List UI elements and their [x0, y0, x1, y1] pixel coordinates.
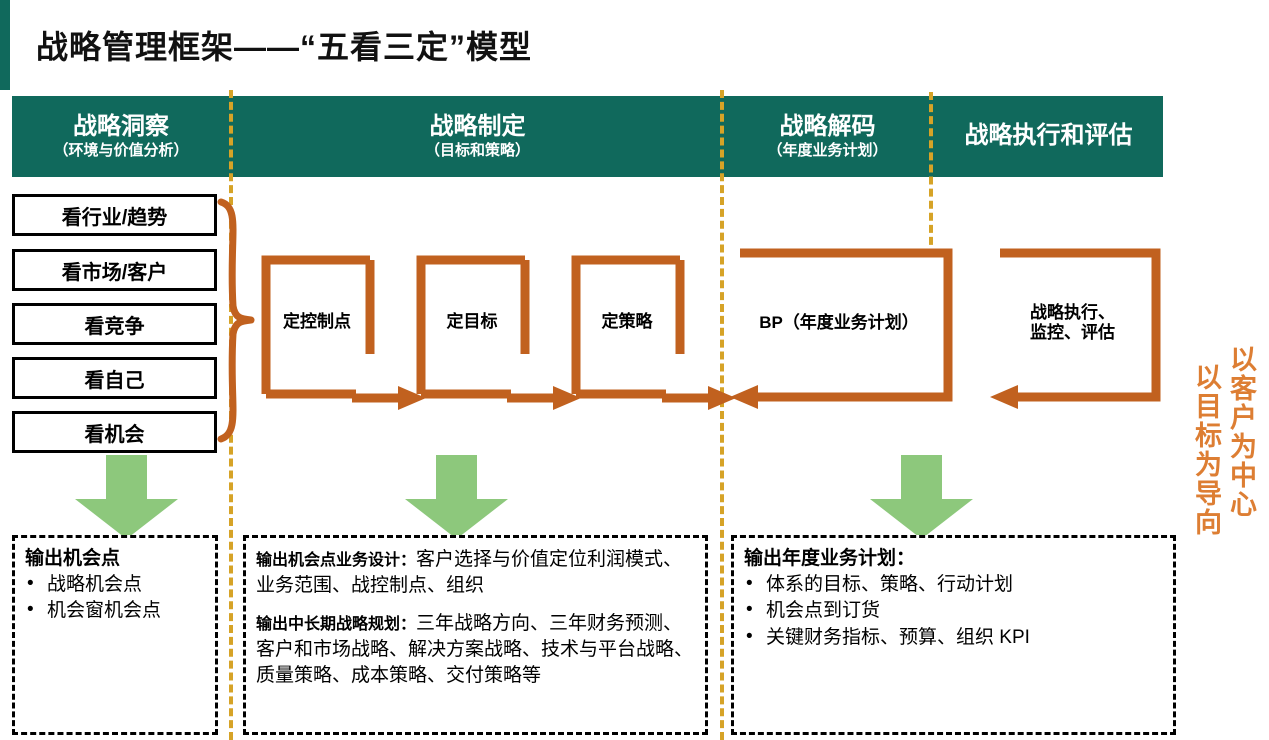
- title-accent-bar: [0, 0, 10, 90]
- insight-box-self[interactable]: 看自己: [12, 357, 217, 399]
- list-item: 体系的目标、策略、行动计划: [744, 571, 1163, 599]
- header-execution-title: 战略执行和评估: [964, 122, 1133, 150]
- list-item: 关键财务指标、预算、组织 KPI: [744, 624, 1163, 652]
- output-box-formulation: 输出机会点业务设计：客户选择与价值定位利润模式、业务范围、战控制点、组织 输出中…: [243, 535, 708, 735]
- header-insight-title: 战略洞察: [73, 112, 169, 140]
- process-label-execution: 战略执行、 监控、评估: [990, 303, 1155, 344]
- page-title: 战略管理框架——“五看三定”模型: [36, 29, 533, 65]
- list-item: 战略机会点: [25, 571, 205, 599]
- output-box-decoding: 输出年度业务计划： 体系的目标、策略、行动计划 机会点到订货 关键财务指标、预算…: [731, 535, 1176, 735]
- process-shape-control-point: [261, 255, 375, 399]
- green-down-arrow-formulation: [405, 455, 508, 539]
- header-decoding-subtitle: （年度业务计划）: [767, 141, 888, 159]
- list-item: 机会窗机会点: [25, 597, 205, 625]
- insight-box-market-label: 看市场/客户: [61, 261, 168, 284]
- output-formulation-block-business-design: 输出机会点业务设计：客户选择与价值定位利润模式、业务范围、战控制点、组织: [256, 546, 695, 598]
- green-down-arrow-decoding: [870, 455, 973, 539]
- insight-box-competition-label: 看竞争: [84, 315, 145, 338]
- insight-box-self-label: 看自己: [84, 369, 145, 392]
- output-formulation-head-1: 输出机会点业务设计：: [256, 552, 417, 569]
- process-label-goal: 定目标: [446, 312, 498, 331]
- output-formulation-text-2: 三年战略方向、三年财务预测、客户和市场战略、解决方案战略、技术与平台战略、质量策…: [256, 613, 694, 686]
- orange-brace-icon: [217, 198, 255, 443]
- process-label-bp: BP（年度业务计划）: [759, 313, 919, 332]
- process-label-execution-line1: 战略执行、: [1030, 303, 1115, 322]
- insight-box-opportunity-label: 看机会: [84, 423, 145, 446]
- output-formulation-head-2: 输出中长期战略规划：: [256, 616, 417, 634]
- process-label-strategy: 定策略: [601, 312, 653, 331]
- output-decoding-list: 体系的目标、策略、行动计划 机会点到订货 关键财务指标、预算、组织 KPI: [744, 571, 1163, 652]
- output-decoding-heading: 输出年度业务计划：: [744, 548, 916, 569]
- insight-box-opportunity[interactable]: 看机会: [12, 411, 217, 453]
- insight-box-competition[interactable]: 看竞争: [12, 303, 217, 345]
- header-formulation-subtitle: （目标和策略）: [424, 141, 530, 159]
- header-insight-subtitle: （环境与价值分析）: [53, 141, 189, 159]
- process-box-control-point[interactable]: 定控制点: [258, 254, 376, 406]
- separator-decoding-execution: [929, 92, 933, 257]
- process-label-execution-line2: 监控、评估: [1030, 323, 1115, 343]
- header-cell-decoding: 战略解码 （年度业务计划）: [725, 96, 930, 177]
- slogan-customer-center: 以客户为中心: [1226, 345, 1256, 519]
- arrow-control-point-to-goal: [352, 386, 426, 410]
- process-label-control-point: 定控制点: [283, 312, 351, 331]
- phase-header-band: 战略洞察 （环境与价值分析） 战略制定 （目标和策略） 战略解码 （年度业务计划…: [12, 96, 1163, 177]
- insight-box-industry[interactable]: 看行业/趋势: [12, 194, 217, 236]
- header-decoding-title: 战略解码: [779, 112, 876, 140]
- header-cell-execution: 战略执行和评估: [934, 96, 1163, 177]
- insight-box-market[interactable]: 看市场/客户: [12, 249, 217, 291]
- output-box-insight: 输出机会点 战略机会点 机会窗机会点: [12, 535, 218, 735]
- output-formulation-block-longterm-plan: 输出中长期战略规划：三年战略方向、三年财务预测、客户和市场战略、解决方案战略、技…: [256, 610, 695, 688]
- process-shape-strategy: [571, 255, 685, 399]
- header-cell-formulation: 战略制定 （目标和策略）: [234, 96, 721, 177]
- slogan-goal-oriented: 以目标为导向: [1191, 363, 1221, 537]
- process-box-execution[interactable]: 战略执行、 监控、评估: [970, 245, 1170, 410]
- process-shape-execution: [990, 248, 1161, 409]
- process-shape-bp: [730, 248, 953, 409]
- green-down-arrow-insight: [75, 455, 178, 539]
- process-box-strategy[interactable]: 定策略: [568, 254, 686, 406]
- separator-formulation-decoding: [720, 90, 724, 740]
- arrow-goal-to-strategy: [507, 386, 581, 410]
- output-formulation-text-1: 客户选择与价值定位利润模式、业务范围、战控制点、组织: [256, 549, 683, 596]
- output-insight-list: 战略机会点 机会窗机会点: [25, 571, 205, 625]
- output-insight-heading: 输出机会点: [25, 548, 121, 569]
- process-box-bp[interactable]: BP（年度业务计划）: [710, 245, 954, 410]
- insight-box-industry-label: 看行业/趋势: [61, 206, 168, 229]
- list-item: 机会点到订货: [744, 597, 1163, 625]
- header-formulation-title: 战略制定: [429, 112, 526, 140]
- arrow-strategy-to-bp: [662, 386, 736, 410]
- process-box-goal[interactable]: 定目标: [413, 254, 531, 406]
- header-cell-insight: 战略洞察 （环境与价值分析）: [12, 96, 230, 177]
- process-shape-goal: [416, 255, 530, 399]
